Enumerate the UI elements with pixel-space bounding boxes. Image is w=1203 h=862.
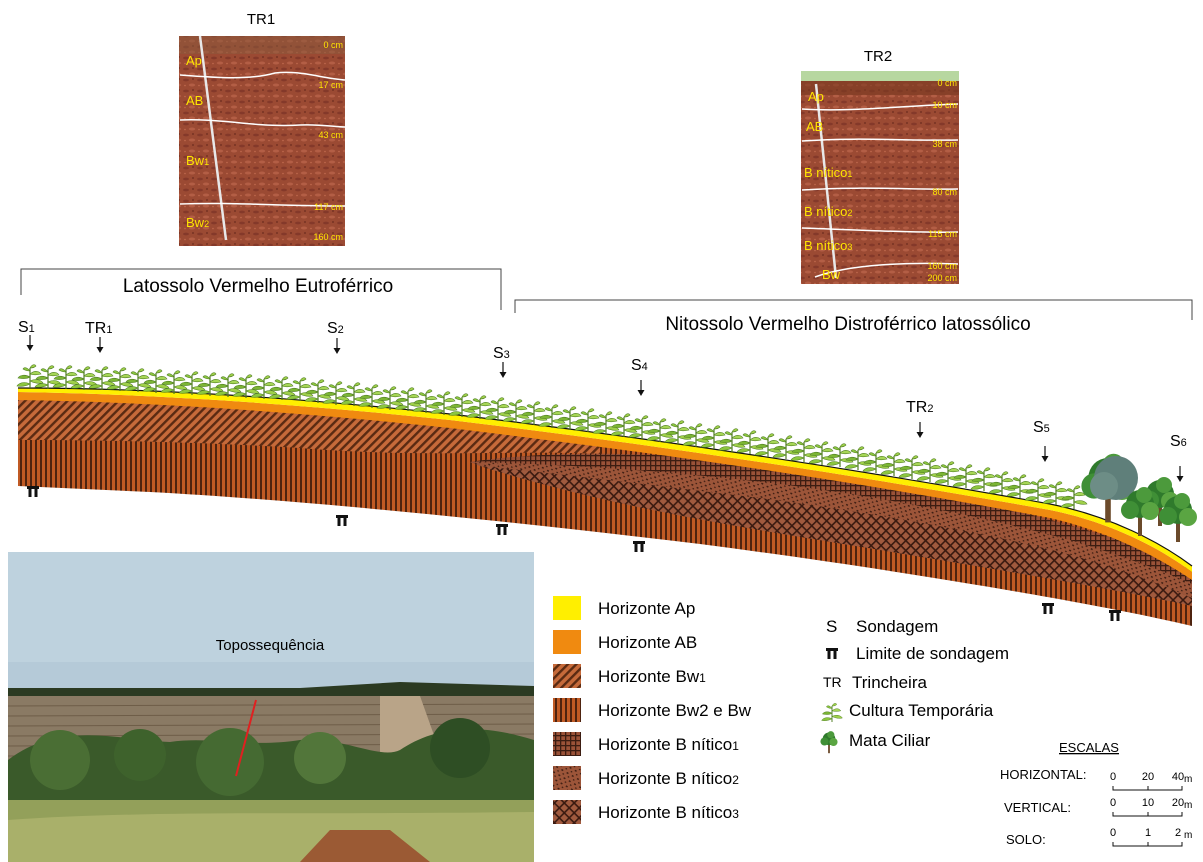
tr2-depth-1: 10 cm: [932, 100, 957, 110]
photo-caption: Topossequência: [216, 637, 325, 654]
scale-bars: ESCALAS HORIZONTAL: 0 20 40 m VERTICAL: …: [1000, 740, 1192, 847]
tr2-depth-2: 38 cm: [932, 139, 957, 149]
soil-unit-brackets: Latossolo Vermelho Eutroférrico Nitossol…: [20, 268, 1193, 335]
scale-horizontal-label: HORIZONTAL:: [1000, 767, 1086, 782]
marker-s3-label: S3: [493, 345, 510, 362]
tr1-depth-1: 17 cm: [318, 80, 343, 90]
scale-s-tick-0: 0: [1110, 827, 1116, 839]
symbol-s-label: Sondagem: [856, 617, 938, 636]
scales-title: ESCALAS: [1059, 740, 1119, 755]
tr2-horizon-2: B nítico1: [804, 165, 852, 180]
tr2-horizon-0: Ap: [808, 89, 824, 104]
tr1-horizon-1: AB: [186, 93, 203, 108]
profile-tr2-photo: [801, 71, 959, 284]
legend-label-3: Horizonte Bw2 e Bw: [598, 701, 752, 720]
legend-swatch-bn1: [553, 732, 581, 756]
tr1-depth-0: 0 cm: [323, 40, 343, 50]
symbol-pi-glyph: [826, 648, 838, 659]
legend-swatch-ab: [553, 630, 581, 654]
symbol-tree-label: Mata Ciliar: [849, 731, 931, 750]
toposequence-line: [235, 699, 257, 777]
marker-s5-label: S5: [1033, 419, 1050, 436]
tr1-depth-3: 117 cm: [314, 202, 343, 212]
legend-label-1: Horizonte AB: [598, 633, 697, 652]
scale-s-tick-1: 1: [1145, 827, 1151, 839]
horizon-bw1-area: [18, 396, 600, 454]
scale-v-tick-2: 20: [1172, 797, 1184, 809]
symbol-pi-label: Limite de sondagem: [856, 644, 1009, 663]
profile-tr2-title: TR2: [864, 48, 892, 65]
horizon-bw2-area: [18, 394, 1192, 626]
marker-s2-label: S2: [327, 320, 344, 337]
tr2-depth-0: 0 cm: [937, 78, 957, 88]
legend: Horizonte Ap Horizonte AB Horizonte Bw1 …: [553, 596, 752, 824]
profile-tr1-photo: [179, 36, 345, 246]
symbol-tree-icon: [820, 731, 838, 754]
legend-label-0: Horizonte Ap: [598, 599, 695, 618]
legend-label-6: Horizonte B nítico3: [598, 803, 739, 822]
scale-s-tick-2: 2: [1175, 827, 1181, 839]
scale-v-unit: m: [1184, 800, 1192, 811]
symbol-s-glyph: S: [826, 617, 837, 636]
nitossolo-label: Nitossolo Vermelho Distroférrico latossó…: [665, 314, 1030, 335]
symbol-crop-icon: [821, 702, 843, 723]
legend-label-4: Horizonte B nítico1: [598, 735, 739, 754]
profile-tr1-title: TR1: [247, 11, 275, 28]
tr2-depth-4: 115 cm: [928, 229, 957, 239]
tr1-horizon-2: Bw1: [186, 153, 209, 168]
symbol-tr-label: Trincheira: [852, 673, 927, 692]
legend-swatch-bw2: [553, 698, 581, 722]
scale-s-unit: m: [1184, 830, 1192, 841]
scale-v-tick-1: 10: [1142, 797, 1154, 809]
marker-s6-label: S6: [1170, 433, 1187, 450]
scale-h-tick-1: 20: [1142, 771, 1154, 783]
symbol-tr-glyph: TR: [823, 674, 842, 690]
scale-h-unit: m: [1184, 774, 1192, 785]
tr2-horizon-1: AB: [806, 119, 823, 134]
legend-swatch-bn3: [553, 800, 581, 824]
marker-s4-label: S4: [631, 357, 648, 374]
profile-tr2: TR2 Ap AB B nítico1 B nítico2 B nítico3 …: [801, 48, 959, 284]
riparian-forest: [1081, 453, 1197, 542]
tr2-horizon-5: Bw: [822, 267, 841, 282]
soil-cross-section: [17, 387, 1193, 626]
symbol-key: S Sondagem Limite de sondagem TR Trinche…: [820, 617, 1009, 754]
scale-h-tick-0: 0: [1110, 771, 1116, 783]
tr1-depth-2: 43 cm: [318, 130, 343, 140]
tr2-depth-6: 200 cm: [927, 273, 957, 283]
tr2-depth-3: 80 cm: [932, 187, 957, 197]
legend-swatch-bn2: [553, 766, 581, 790]
scale-vertical-label: VERTICAL:: [1004, 800, 1071, 815]
landscape-photo: Topossequência: [7, 552, 535, 862]
tr1-depth-4: 160 cm: [313, 232, 343, 242]
legend-label-2: Horizonte Bw1: [598, 667, 706, 686]
profile-tr1: TR1 Ap AB Bw1 Bw2 0 cm 17 cm 43 cm 117 c…: [179, 11, 346, 246]
tr1-horizon-0: Ap: [186, 53, 202, 68]
marker-s1-label: S1: [18, 319, 35, 336]
symbol-crop-label: Cultura Temporária: [849, 701, 994, 720]
horizon-bn3-area: [480, 464, 1192, 606]
tr2-horizon-4: B nítico3: [804, 238, 852, 253]
scale-soil-label: SOLO:: [1006, 832, 1046, 847]
scale-v-tick-0: 0: [1110, 797, 1116, 809]
survey-markers: S1 TR1 S2 S3 S4 TR2 S5 S6: [18, 319, 1187, 483]
legend-swatch-bw1: [553, 664, 581, 688]
tr2-horizon-3: B nítico2: [804, 204, 852, 219]
scale-h-tick-2: 40: [1172, 771, 1184, 783]
legend-swatch-ap: [553, 596, 581, 620]
legend-label-5: Horizonte B nítico2: [598, 769, 739, 788]
tr2-depth-5: 160 cm: [927, 261, 957, 271]
latossolo-label: Latossolo Vermelho Eutroférrico: [123, 276, 393, 297]
marker-tr2-label: TR2: [906, 399, 933, 416]
marker-tr1-label: TR1: [85, 320, 112, 337]
tr1-horizon-3: Bw2: [186, 215, 209, 230]
